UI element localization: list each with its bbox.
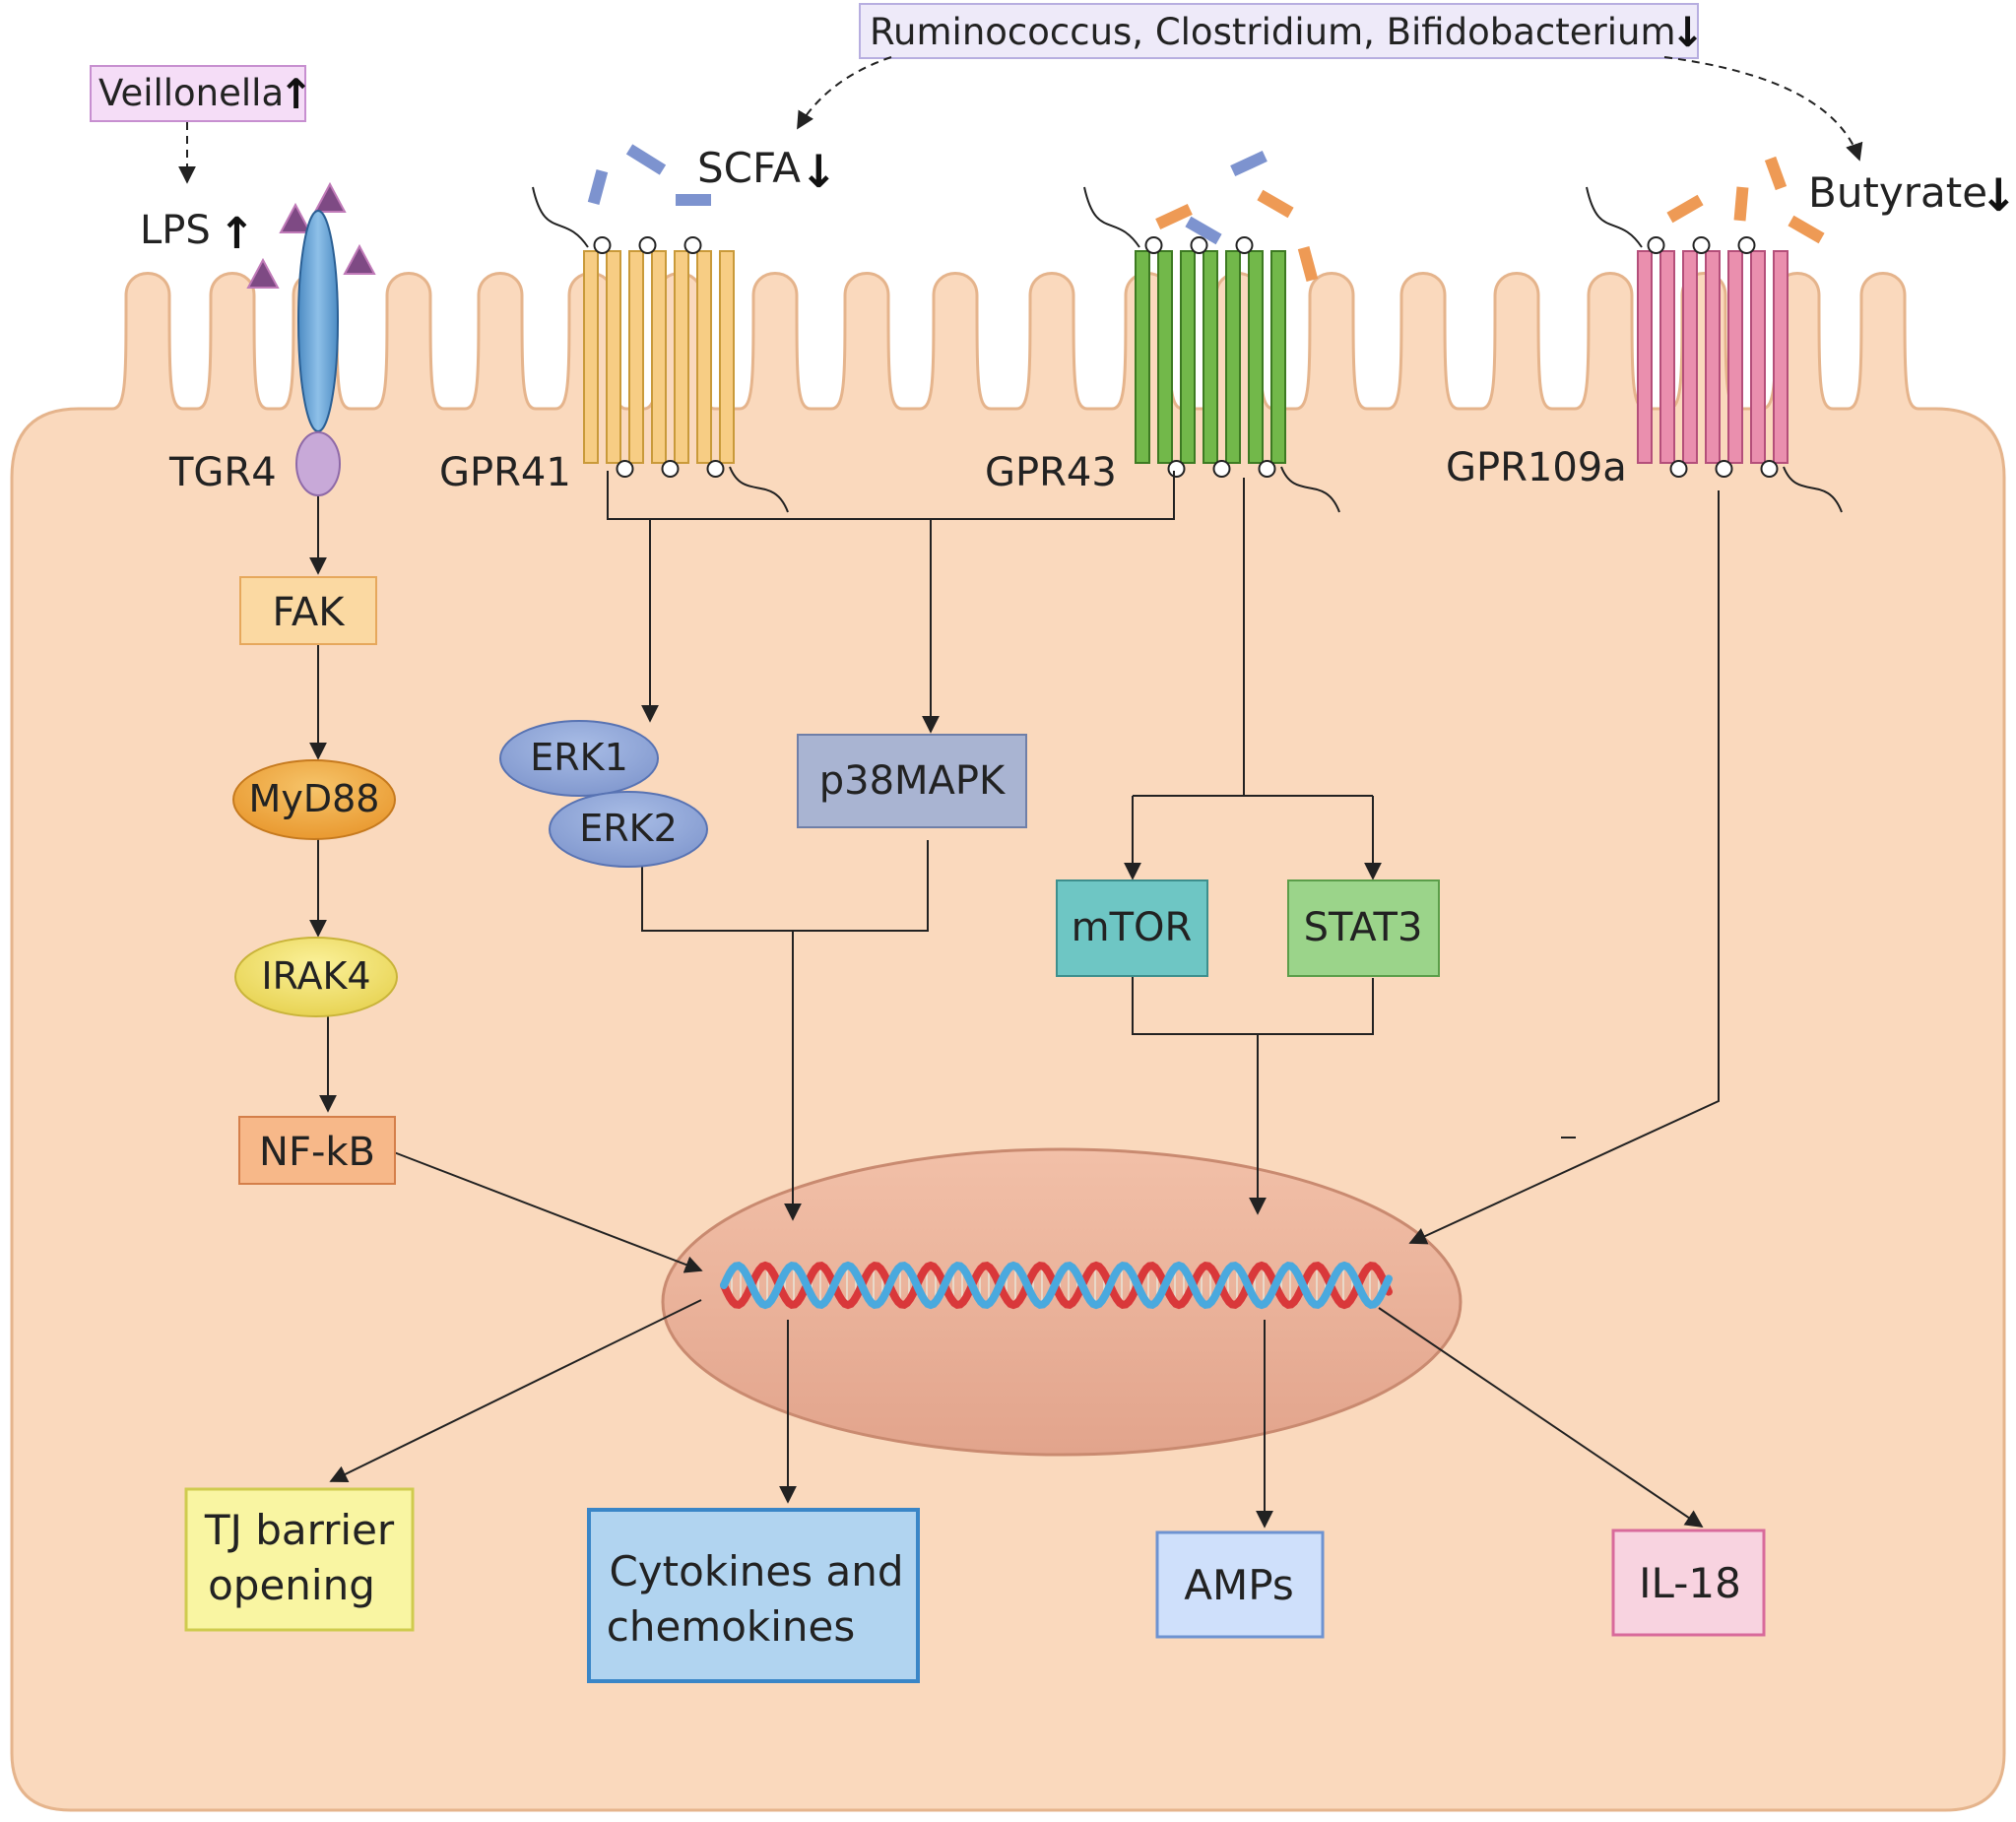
- nfkb-label: NF-kB: [259, 1130, 375, 1175]
- bacteria-to-scfa-arrow: [797, 56, 892, 130]
- butyrate-label: Butyrate: [1808, 168, 1987, 217]
- butyrate-molecules: [1155, 156, 1825, 282]
- up-arrow-icon: ↑: [219, 209, 255, 259]
- erk2-label: ERK2: [579, 807, 678, 850]
- gpr41-receptor: [532, 186, 789, 513]
- il18-label: IL-18: [1639, 1559, 1741, 1607]
- gpr109a-receptor: [1586, 186, 1843, 513]
- gpr41-label: GPR41: [439, 450, 571, 495]
- erk1-node: [499, 720, 659, 797]
- bacteria-box: [859, 3, 1699, 59]
- fak-box: [239, 576, 377, 645]
- cytokines-box: [587, 1508, 920, 1683]
- cytokines-line2: chemokines: [607, 1602, 856, 1651]
- cytokines-line1: Cytokines and: [609, 1547, 903, 1595]
- il18-box: [1611, 1529, 1766, 1637]
- bacteria-label: Ruminococcus, Clostridium, Bifidobacteri…: [870, 11, 1675, 53]
- erk1-label: ERK1: [530, 736, 628, 779]
- signaling-lines: [309, 471, 1720, 1529]
- nfkb-box: [238, 1116, 396, 1185]
- up-arrow-icon: ↑: [279, 70, 313, 118]
- fak-label: FAK: [273, 590, 347, 635]
- tgr4-receptor: [297, 210, 339, 432]
- dna-helix-icon: [720, 1261, 1393, 1310]
- lps-triangles: [246, 181, 376, 289]
- scfa-label: SCFA: [697, 144, 801, 192]
- amps-box: [1155, 1530, 1325, 1639]
- tj-barrier-line2: opening: [208, 1561, 375, 1609]
- veillonella-label: Veillonella: [98, 72, 284, 114]
- veillonella-box: [90, 65, 306, 122]
- gpr109a-label: GPR109a: [1446, 445, 1627, 490]
- stat3-box: [1287, 879, 1440, 977]
- tj-barrier-line1: TJ barrier: [204, 1506, 395, 1554]
- gpr43-label: GPR43: [985, 450, 1117, 495]
- myd88-node: [232, 759, 396, 840]
- tgr4-domain: [295, 431, 341, 496]
- p38mapk-label: p38MAPK: [819, 758, 1007, 804]
- myd88-label: MyD88: [249, 777, 380, 820]
- mtor-label: mTOR: [1072, 905, 1193, 950]
- lps-label: LPS: [140, 208, 211, 253]
- stat3-label: STAT3: [1304, 905, 1423, 950]
- tgr4-label: TGR4: [168, 450, 277, 495]
- erk2-node: [549, 791, 708, 868]
- tj-barrier-box: [184, 1487, 415, 1632]
- down-arrow-icon: ↓: [1980, 168, 2016, 222]
- mtor-box: [1056, 879, 1208, 977]
- irak4-label: IRAK4: [261, 954, 370, 998]
- p38mapk-box: [797, 734, 1027, 828]
- bacteria-to-butyrate-arrow: [1663, 56, 1863, 162]
- down-arrow-icon: ↓: [800, 145, 838, 198]
- irak4-node: [234, 937, 398, 1017]
- down-arrow-icon: ↓: [1670, 8, 1705, 56]
- scfa-molecules: [587, 144, 1268, 245]
- gpr43-receptor: [1083, 186, 1340, 513]
- amps-label: AMPs: [1184, 1561, 1293, 1609]
